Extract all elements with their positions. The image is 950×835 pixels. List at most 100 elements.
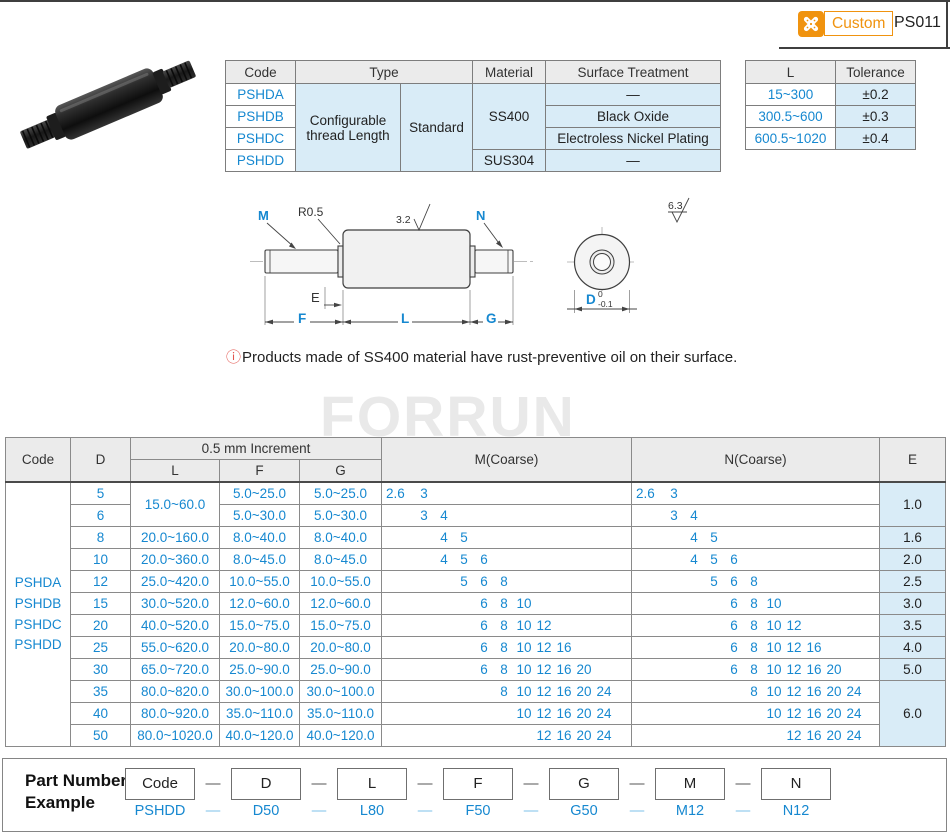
custom-badge-label: Custom	[824, 11, 894, 36]
mt-header-n: N(Coarse)	[631, 437, 881, 483]
part-number-value-code: PSHDD	[134, 803, 186, 819]
l-range: 15.0~60.0	[130, 481, 220, 527]
n-size-slot: 8	[750, 640, 758, 655]
l-range: 40.0~520.0	[130, 614, 220, 637]
l-range: 20.0~360.0	[130, 548, 220, 571]
code-value: PSHDC	[14, 616, 62, 632]
n-size-slot: 20	[826, 706, 842, 721]
part-number-field-f: F	[443, 768, 513, 800]
m-size-slot: 5	[460, 530, 468, 545]
m-size-slot: 6	[480, 618, 488, 633]
dim-label-e: E	[311, 290, 320, 305]
m-size-slot: 10	[516, 618, 532, 633]
n-size-slot: 10	[766, 684, 782, 699]
g-range: 30.0~100.0	[298, 680, 383, 703]
m-size-slot: 8	[500, 640, 508, 655]
page-right-rule	[946, 0, 948, 49]
type-right-cell: Standard	[400, 83, 473, 172]
g-range: 8.0~40.0	[298, 526, 383, 549]
tol-1: ±0.3	[835, 105, 916, 128]
m-size-slot: 12	[536, 618, 552, 633]
col-header-material: Material	[472, 60, 546, 84]
n-size-slot: 12	[786, 706, 802, 721]
m-size-slot: 12	[536, 640, 552, 655]
e-value: 2.0	[879, 548, 947, 571]
part-number-dash: ——	[629, 775, 645, 819]
col-header-type: Type	[295, 60, 473, 84]
m-size-slot: 24	[596, 706, 612, 721]
spec-row-pshdb: PSHDB Black Oxide	[225, 105, 721, 128]
f-range: 30.0~100.0	[219, 680, 300, 703]
d-value: 12	[70, 570, 131, 593]
f-range: 20.0~80.0	[219, 636, 300, 659]
m-size-slot: 8	[500, 684, 508, 699]
m-size-slot: 16	[556, 728, 572, 743]
m-size-slot: 12	[536, 706, 552, 721]
m-size-slot: 6	[480, 574, 488, 589]
surface-2: Electroless Nickel Plating	[545, 127, 721, 150]
part-number-dash: ——	[311, 775, 327, 819]
d-tol-upper: 0	[598, 289, 603, 299]
n-size-slot: 8	[750, 684, 758, 699]
part-number-value-d: D50	[252, 803, 280, 819]
d-value: 5	[70, 481, 131, 505]
d-tol-lower: -0.1	[598, 299, 613, 309]
type-left-cell: Configurable thread Length	[295, 83, 401, 172]
n-size-slot: 10	[766, 618, 782, 633]
tol-0: ±0.2	[835, 83, 916, 106]
m-size-slot: 3	[420, 508, 428, 523]
page-code: PS011	[894, 14, 941, 31]
m-size-slot: 20	[576, 684, 592, 699]
g-range: 40.0~120.0	[298, 724, 383, 747]
e-value: 2.5	[879, 570, 947, 593]
part-number-field-d: D	[231, 768, 301, 800]
n-size-slot: 4	[690, 508, 698, 523]
tol-2: ±0.4	[835, 127, 916, 150]
m-size-slot: 10	[516, 662, 532, 677]
d-value: 10	[70, 548, 131, 571]
length-tolerance-table: L Tolerance 15~300 ±0.2 300.5~600 ±0.3 6…	[745, 60, 916, 150]
m-size-slot: 10	[516, 640, 532, 655]
d-value: 35	[70, 680, 131, 703]
n-size-slot: 16	[806, 706, 822, 721]
n-size-slot: 10	[766, 640, 782, 655]
dimension-table: Code D 0.5 mm Increment M(Coarse) N(Coar…	[5, 437, 947, 747]
n-size-slot: 24	[846, 684, 862, 699]
m-size-slot: 20	[576, 706, 592, 721]
l-range: 80.0~920.0	[130, 702, 220, 725]
m-size-slot: 20	[576, 728, 592, 743]
part-number-dash: ——	[523, 775, 539, 819]
m-size-slot: 10	[516, 684, 532, 699]
m-size-slot: 3	[420, 486, 428, 501]
d-value: 15	[70, 592, 131, 615]
n-size-slot: 3	[670, 486, 678, 501]
d-value: 6	[70, 504, 131, 527]
part-number-title: Part Number Example	[25, 770, 127, 814]
mt-header-f: F	[219, 459, 300, 483]
n-size-slot: 4	[690, 530, 698, 545]
part-number-item-d: D D50	[231, 768, 301, 819]
n-size-slot: 5	[710, 552, 718, 567]
m-size-slot: 20	[576, 662, 592, 677]
